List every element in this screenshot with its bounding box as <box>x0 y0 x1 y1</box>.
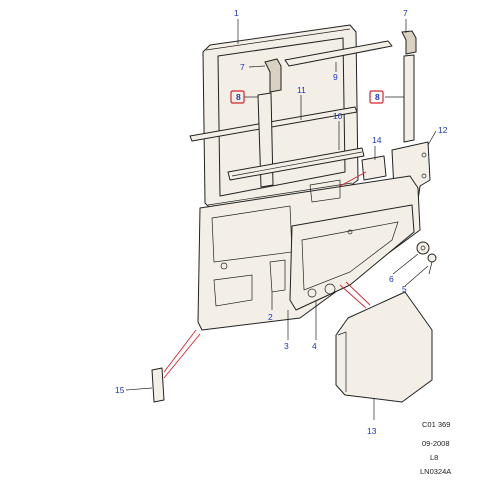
washer <box>416 241 430 255</box>
callout-labels: 1 7 7 9 8 8 11 10 12 14 6 5 2 3 4 13 15 <box>115 8 448 436</box>
reference-id: LN0324A <box>420 467 451 476</box>
end-cap <box>151 367 165 403</box>
pointer-lines-14 <box>339 171 367 187</box>
highlight-box-8-left <box>230 90 245 104</box>
callout-14: 14 <box>372 135 382 145</box>
callout-2: 2 <box>268 312 273 322</box>
waist-rail <box>227 147 365 181</box>
fixing-screw <box>427 253 437 275</box>
callout-highlights <box>230 90 384 104</box>
pointer-lines-15 <box>163 329 201 379</box>
callout-1: 1 <box>234 8 239 18</box>
callout-3: 3 <box>284 341 289 351</box>
door-pocket-cover <box>335 291 433 403</box>
callout-11: 11 <box>297 85 306 95</box>
callout-12: 12 <box>438 125 448 135</box>
callout-6: 6 <box>389 274 394 284</box>
leader-lines <box>125 19 437 420</box>
callout-7-left: 7 <box>240 62 245 72</box>
callout-10: 10 <box>333 111 343 121</box>
reference-date: 09-2008 <box>422 439 450 448</box>
callout-8-left: 8 <box>236 92 241 102</box>
door-trim-board <box>289 204 415 311</box>
callout-9: 9 <box>333 72 338 82</box>
left-glass-channel <box>257 92 274 188</box>
reference-version: L8 <box>430 453 438 462</box>
callout-7-right: 7 <box>403 8 408 18</box>
highlight-box-8-right <box>369 90 384 104</box>
left-corner-piece <box>264 58 282 93</box>
glass-runner-bar <box>189 106 358 142</box>
right-glass-channel <box>403 54 415 143</box>
callout-4: 4 <box>312 341 317 351</box>
callout-5: 5 <box>402 284 407 294</box>
pointer-lines-13 <box>339 281 371 309</box>
right-corner-piece <box>401 30 417 55</box>
reference-block: C01 369 09-2008 L8 LN0324A <box>420 420 451 476</box>
callout-13: 13 <box>367 426 377 436</box>
reference-code: C01 369 <box>422 420 450 429</box>
callout-15: 15 <box>115 385 125 395</box>
small-bracket <box>361 155 387 181</box>
top-seal-channel <box>284 40 393 67</box>
callout-8-right: 8 <box>375 92 380 102</box>
